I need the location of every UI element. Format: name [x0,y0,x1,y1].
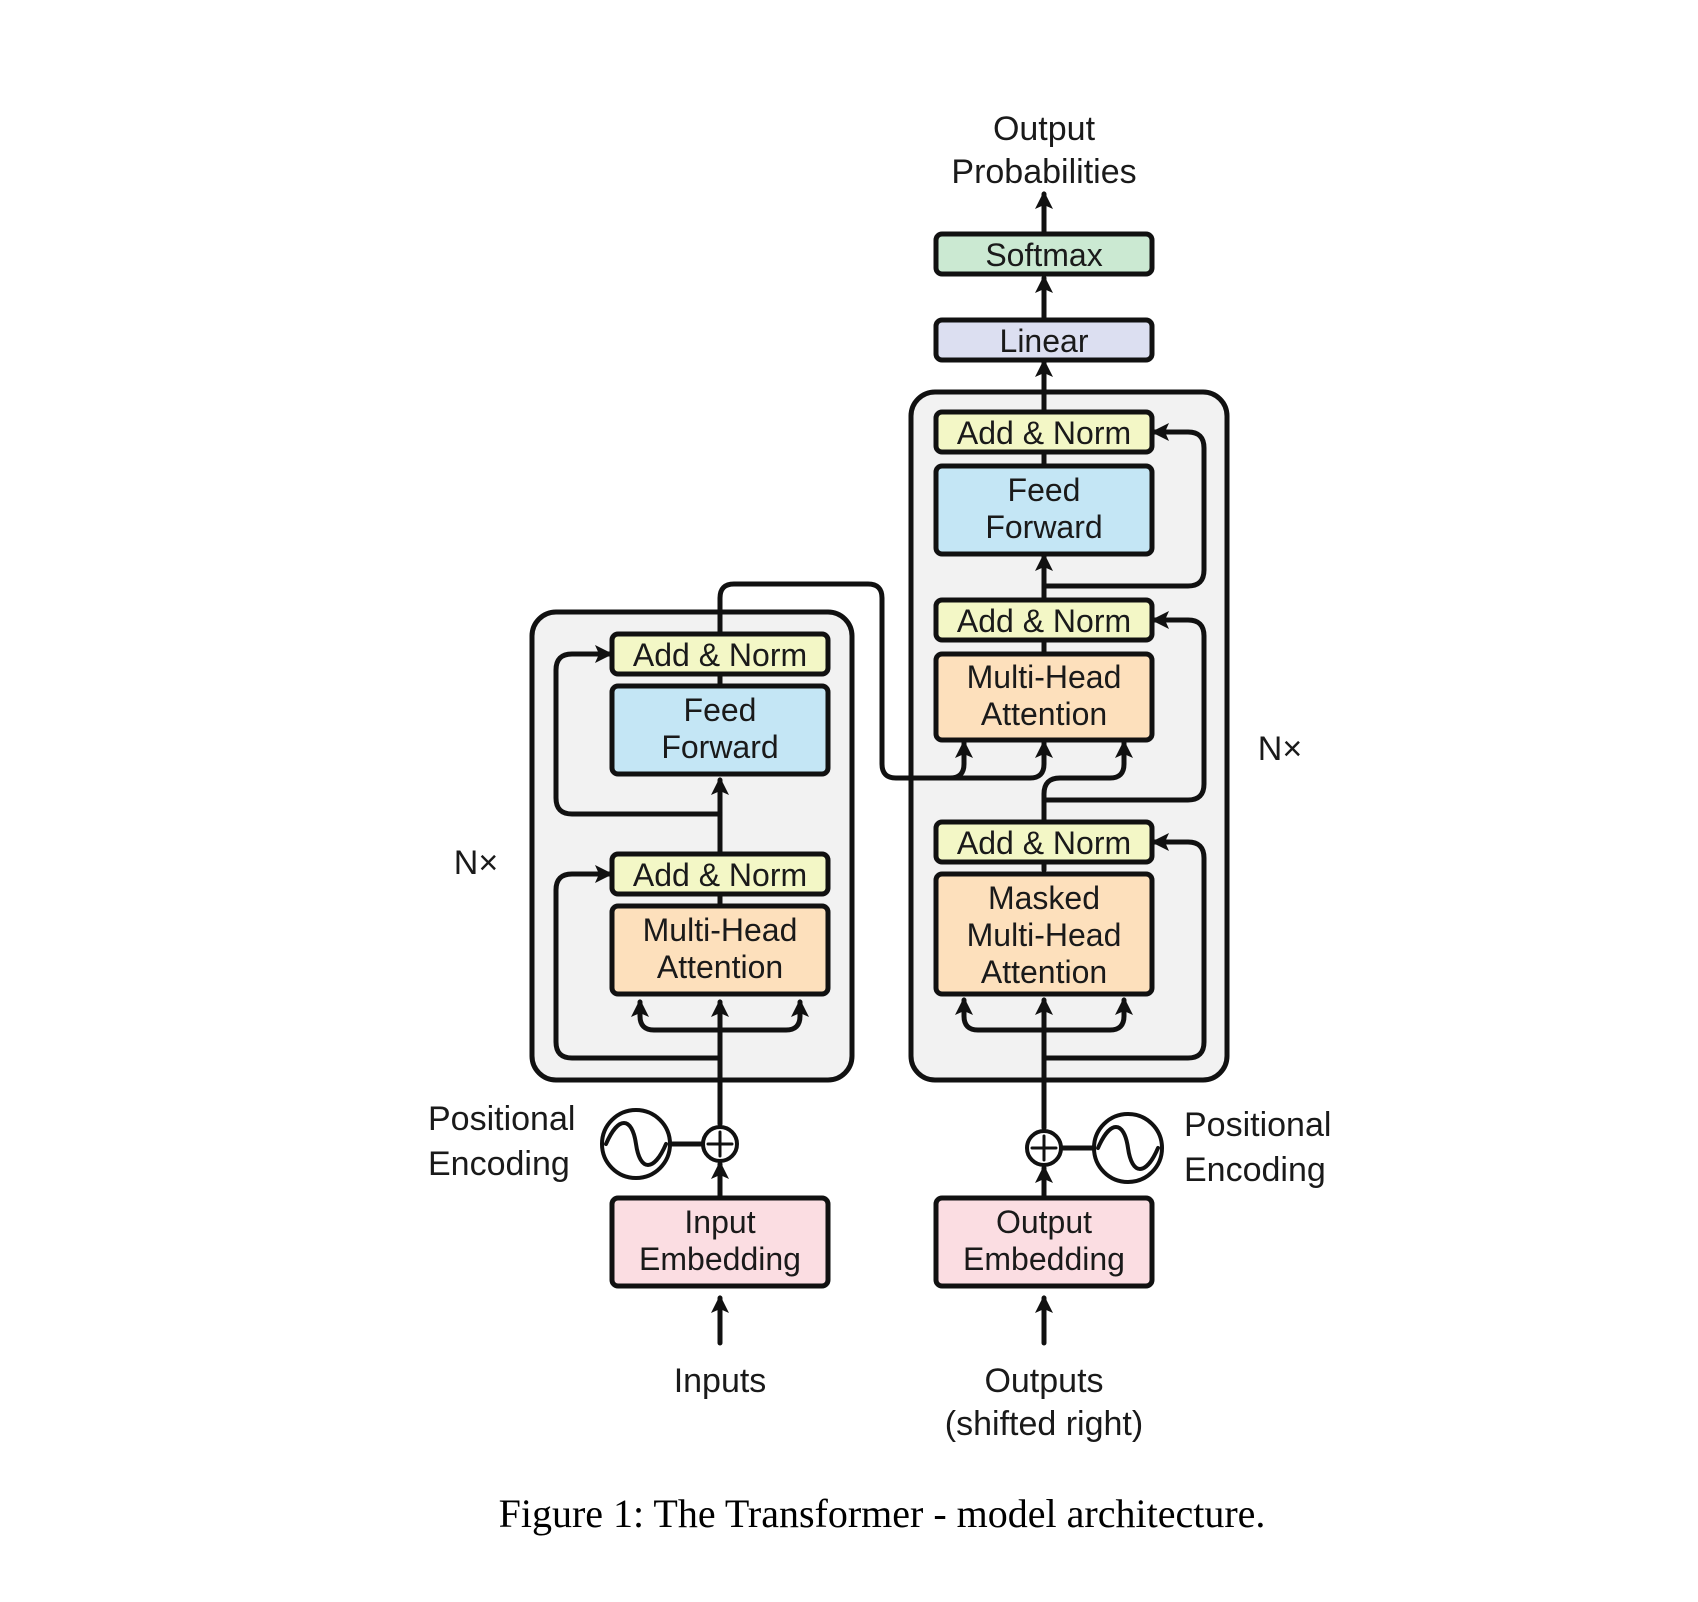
encoder-attention-line1: Multi-Head [643,912,798,948]
output-probabilities-line1: Output [993,110,1096,148]
figure-caption: Figure 1: The Transformer - model archit… [499,1491,1266,1536]
decoder-feed-forward-line2: Forward [985,509,1102,545]
decoder-cross-attention-line2: Attention [981,696,1107,732]
output-embedding: Output Embedding [933,1195,1155,1289]
linear-label: Linear [1000,323,1089,359]
encoder-multi-head-attention: Multi-Head Attention [609,903,831,997]
decoder-feed-forward: Feed Forward [933,463,1155,557]
decoder-add-norm-top-label: Add & Norm [957,415,1131,451]
decoder-masked-attention-line3: Attention [981,954,1107,990]
encoder-stack [529,609,855,1083]
encoder-attention-line2: Attention [657,949,783,985]
decoder-masked-attention-line2: Multi-Head [967,917,1122,953]
outputs-label-line2: (shifted right) [945,1405,1143,1443]
output-embedding-line1: Output [996,1204,1092,1240]
encoder-positional-line2: Encoding [428,1145,570,1183]
encoder-feed-forward-line1: Feed [684,692,757,728]
decoder-cross-attention: Multi-Head Attention [933,651,1155,743]
decoder-positional-line1: Positional [1184,1106,1331,1144]
decoder-masked-attention-line1: Masked [988,880,1100,916]
decoder-positional-line2: Encoding [1184,1151,1326,1189]
outputs-label-line1: Outputs [984,1362,1103,1400]
decoder-masked-attention: Masked Multi-Head Attention [933,871,1155,997]
encoder-wires [553,581,1053,1346]
encoder-positional-encoding: Positional Encoding [428,1100,739,1183]
softmax-label: Softmax [985,237,1102,273]
decoder-add-norm-mid: Add & Norm [933,597,1155,643]
input-embedding-line1: Input [684,1204,755,1240]
encoder-positional-line1: Positional [428,1100,575,1138]
encoder-add-norm-top: Add & Norm [609,631,831,677]
inputs-label: Inputs [674,1362,767,1400]
decoder-add-norm-mid-label: Add & Norm [957,603,1131,639]
decoder-repeat-label: N× [1258,730,1302,768]
decoder-add-norm-top: Add & Norm [933,409,1155,455]
input-embedding-line2: Embedding [639,1241,801,1277]
encoder-repeat-label: N× [454,844,498,882]
softmax-layer: Softmax [933,231,1155,277]
decoder-cross-attention-line1: Multi-Head [967,659,1122,695]
encoder-add-norm-top-label: Add & Norm [633,637,807,673]
decoder-add-norm-bottom-label: Add & Norm [957,825,1131,861]
input-embedding: Input Embedding [609,1195,831,1289]
decoder-feed-forward-line1: Feed [1008,472,1081,508]
encoder-feed-forward: Feed Forward [609,683,831,777]
encoder-add-norm-bottom: Add & Norm [609,851,831,897]
output-probabilities-line2: Probabilities [951,153,1136,191]
linear-layer: Linear [933,317,1155,363]
decoder-wires [955,191,1207,1346]
encoder-feed-forward-line2: Forward [661,729,778,765]
decoder-add-norm-bottom: Add & Norm [933,819,1155,865]
output-embedding-line2: Embedding [963,1241,1125,1277]
decoder-positional-encoding: Positional Encoding [1025,1106,1331,1189]
encoder-add-norm-bottom-label: Add & Norm [633,857,807,893]
